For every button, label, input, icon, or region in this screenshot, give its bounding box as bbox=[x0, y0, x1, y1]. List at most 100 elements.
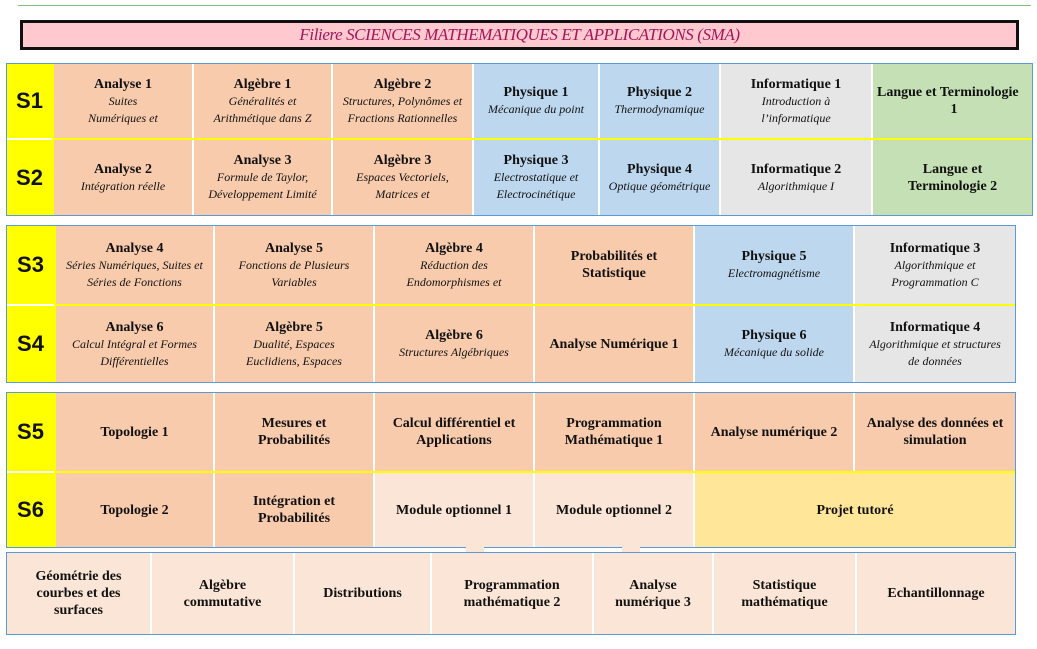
option-algebre-commutative[interactable]: Algèbre commutative bbox=[152, 553, 293, 634]
module-algebre-5[interactable]: Algèbre 5 Dualité, Espaces Euclidiens, E… bbox=[215, 306, 373, 382]
option-line: Statistique bbox=[752, 577, 817, 593]
module-desc: Endomorphismes et bbox=[406, 274, 502, 289]
row-separator bbox=[56, 471, 1015, 473]
row-separator bbox=[54, 138, 1032, 140]
module-calcul-differentiel[interactable]: Calcul différentiel et Applications bbox=[375, 393, 533, 471]
module-desc: Euclidiens, Espaces bbox=[246, 353, 342, 368]
module-physique-6[interactable]: Physique 6 Mécanique du solide bbox=[695, 306, 853, 382]
module-mesures-probabilites[interactable]: Mesures et Probabilités bbox=[215, 393, 373, 471]
module-desc: Généralités et bbox=[228, 93, 297, 108]
connector-notch bbox=[466, 547, 484, 555]
module-projet-tutore[interactable]: Projet tutoré bbox=[695, 473, 1015, 547]
module-title: Physique 2 bbox=[627, 85, 692, 100]
option-line: commutative bbox=[183, 594, 262, 610]
module-desc: Différentielles bbox=[100, 353, 169, 368]
module-algebre-3[interactable]: Algèbre 3 Espaces Vectoriels, Matrices e… bbox=[333, 140, 472, 215]
module-analyse-donnees-simulation[interactable]: Analyse des données et simulation bbox=[855, 393, 1015, 471]
module-probabilites-statistique[interactable]: Probabilités et Statistique bbox=[535, 226, 693, 304]
page-title-box: Filiere SCIENCES MATHEMATIQUES ET APPLIC… bbox=[20, 20, 1019, 50]
module-langue-2[interactable]: Langue et Terminologie 2 bbox=[873, 140, 1032, 215]
module-desc: Intégration réelle bbox=[80, 178, 166, 193]
option-line: Programmation bbox=[464, 577, 560, 593]
option-programmation-mathematique-2[interactable]: Programmation mathématique 2 bbox=[432, 553, 592, 634]
module-algebre-6[interactable]: Algèbre 6 Structures Algébriques bbox=[375, 306, 533, 382]
module-title: Physique 3 bbox=[503, 153, 569, 168]
module-desc: Suites bbox=[108, 93, 138, 108]
row-separator bbox=[56, 304, 1015, 306]
module-desc: de données bbox=[908, 353, 962, 368]
module-title-line2: Statistique bbox=[582, 266, 646, 281]
option-line: mathématique bbox=[741, 594, 828, 610]
option-geometrie-courbes-surfaces[interactable]: Géométrie des courbes et des surfaces bbox=[7, 553, 150, 634]
module-title: Algèbre 5 bbox=[265, 319, 323, 335]
module-title-line2: Probabilités bbox=[257, 511, 331, 526]
module-analyse-1[interactable]: Analyse 1 Suites Numériques et bbox=[54, 64, 192, 138]
module-title-line2: 1 bbox=[950, 102, 958, 117]
option-echantillonnage[interactable]: Echantillonnage bbox=[857, 553, 1015, 634]
module-algebre-1[interactable]: Algèbre 1 Généralités et Arithmétique da… bbox=[194, 64, 331, 138]
module-desc: Développement Limité bbox=[208, 187, 317, 201]
module-desc: Variables bbox=[271, 274, 317, 289]
module-desc: Espaces Vectoriels, bbox=[356, 170, 449, 184]
module-desc: Fractions Rationnelles bbox=[347, 110, 458, 125]
module-analyse-3[interactable]: Analyse 3 Formule de Taylor, Développeme… bbox=[194, 140, 331, 215]
module-title: Analyse 6 bbox=[105, 319, 164, 335]
module-title: Langue et Terminologie bbox=[877, 85, 1019, 100]
module-title-line2: Mathématique 1 bbox=[564, 433, 664, 448]
module-optionnel-2[interactable]: Module optionnel 2 bbox=[535, 473, 693, 547]
module-analyse-4[interactable]: Analyse 4 Séries Numériques, Suites et S… bbox=[56, 226, 213, 304]
option-analyse-numerique-3[interactable]: Analyse numérique 3 bbox=[594, 553, 712, 634]
module-desc: Réduction des bbox=[420, 257, 488, 272]
module-title: Analyse 2 bbox=[94, 161, 152, 177]
module-analyse-2[interactable]: Analyse 2 Intégration réelle bbox=[54, 140, 192, 215]
module-title: Calcul différentiel et bbox=[392, 416, 516, 431]
module-desc: Electromagnétisme bbox=[727, 266, 821, 280]
module-langue-1[interactable]: Langue et Terminologie 1 bbox=[873, 64, 1032, 138]
module-title-line2: Terminologie 2 bbox=[907, 178, 998, 194]
col-separator bbox=[54, 226, 56, 382]
module-informatique-2[interactable]: Informatique 2 Algorithmique I bbox=[721, 140, 871, 215]
module-desc: Thermodynamique bbox=[614, 102, 705, 116]
semester-label-s3: S3 bbox=[7, 226, 54, 304]
option-line: Echantillonnage bbox=[887, 586, 985, 601]
option-statistique-mathematique[interactable]: Statistique mathématique bbox=[714, 553, 855, 634]
semester-label-s6: S6 bbox=[7, 473, 54, 547]
module-title: Module optionnel 1 bbox=[396, 502, 512, 518]
module-algebre-4[interactable]: Algèbre 4 Réduction des Endomorphismes e… bbox=[375, 226, 533, 304]
option-line: Géométrie des bbox=[35, 569, 122, 584]
module-analyse-5[interactable]: Analyse 5 Fonctions de Plusieurs Variabl… bbox=[215, 226, 373, 304]
semester-label-s4: S4 bbox=[7, 306, 54, 382]
module-title-line2: simulation bbox=[903, 433, 967, 448]
module-physique-4[interactable]: Physique 4 Optique géométrique bbox=[600, 140, 719, 215]
module-informatique-3[interactable]: Informatique 3 Algorithmique et Programm… bbox=[855, 226, 1015, 304]
module-programmation-mathematique-1[interactable]: Programmation Mathématique 1 bbox=[535, 393, 693, 471]
module-analyse-6[interactable]: Analyse 6 Calcul Intégral et Formes Diff… bbox=[56, 306, 213, 382]
option-distributions[interactable]: Distributions bbox=[295, 553, 430, 634]
module-title: Algèbre 3 bbox=[373, 153, 432, 168]
module-informatique-1[interactable]: Informatique 1 Introduction à l’informat… bbox=[721, 64, 871, 138]
module-physique-2[interactable]: Physique 2 Thermodynamique bbox=[600, 64, 719, 138]
connector-notch bbox=[622, 547, 640, 555]
module-title: Physique 1 bbox=[503, 85, 569, 100]
module-algebre-2[interactable]: Algèbre 2 Structures, Polynômes et Fract… bbox=[333, 64, 472, 138]
module-optionnel-1[interactable]: Module optionnel 1 bbox=[375, 473, 533, 547]
module-topologie-2[interactable]: Topologie 2 bbox=[56, 473, 213, 547]
module-title: Topologie 1 bbox=[100, 424, 169, 440]
module-analyse-numerique-1[interactable]: Analyse Numérique 1 bbox=[535, 306, 693, 382]
module-title: Algèbre 2 bbox=[373, 76, 432, 92]
module-desc: Formule de Taylor, bbox=[216, 170, 309, 184]
module-analyse-numerique-2[interactable]: Analyse numérique 2 bbox=[695, 393, 853, 471]
module-physique-1[interactable]: Physique 1 Mécanique du point bbox=[474, 64, 598, 138]
module-desc: Numériques et bbox=[88, 110, 158, 125]
semester-label-s1: S1 bbox=[7, 64, 52, 138]
module-desc: Optique géométrique bbox=[608, 178, 711, 193]
module-informatique-4[interactable]: Informatique 4 Algorithmique et structur… bbox=[855, 306, 1015, 382]
module-desc: Algorithmique et bbox=[894, 257, 976, 272]
module-integration-probabilites[interactable]: Intégration et Probabilités bbox=[215, 473, 373, 547]
module-desc: Dualité, Espaces bbox=[253, 336, 335, 351]
module-topologie-1[interactable]: Topologie 1 bbox=[56, 393, 213, 471]
module-title: Physique 6 bbox=[741, 328, 807, 343]
module-desc: Matrices et bbox=[375, 187, 430, 201]
module-physique-5[interactable]: Physique 5 Electromagnétisme bbox=[695, 226, 853, 304]
module-physique-3[interactable]: Physique 3 Electrostatique et Electrocin… bbox=[474, 140, 598, 215]
